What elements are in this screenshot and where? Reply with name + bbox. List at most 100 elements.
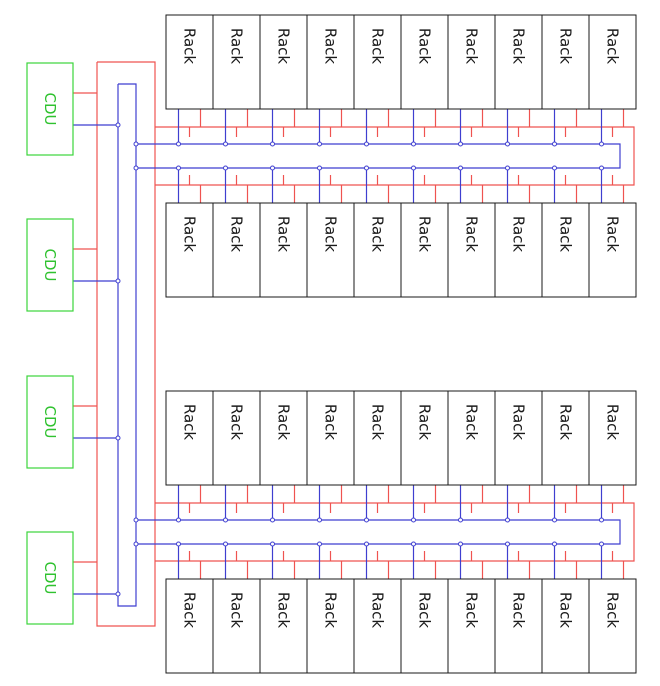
rack: Rack [400,202,449,298]
cdu-label: CDU [41,248,59,281]
rack: Rack [447,390,496,486]
rack-box [588,14,637,110]
return-piping [73,83,621,607]
junction-node [270,541,275,547]
return-header-loop [136,519,621,545]
cdu-box [26,375,74,469]
junction-node [364,141,369,147]
junction-node [270,141,275,147]
junction-node [458,165,463,171]
rack: Rack [588,202,637,298]
rack-label: Rack [463,592,481,629]
junction-node [599,141,604,147]
junction-node [133,541,139,547]
junction-node [270,517,275,523]
cdu-unit: CDU [26,218,74,312]
rack-label: Rack [228,404,246,441]
junction-node [176,517,181,523]
rack-box [541,578,590,674]
rack-label: Rack [369,28,387,65]
rack: Rack [494,390,543,486]
rack-label: Rack [322,404,340,441]
rack: Rack [259,390,308,486]
junction-node [317,141,322,147]
junction-node [411,165,416,171]
rack-label: Rack [604,28,622,65]
junction-node [176,165,181,171]
rack-box [353,14,402,110]
junction-node [115,122,121,128]
rack-label: Rack [604,592,622,629]
junction-node [411,141,416,147]
rack: Rack [400,390,449,486]
rack: Rack [400,578,449,674]
rack-label: Rack [181,404,199,441]
junction-node [411,517,416,523]
rack-label: Rack [416,404,434,441]
junction-node [115,278,121,284]
rack-label: Rack [557,28,575,65]
rack-label: Rack [369,404,387,441]
supply-piping [73,61,635,627]
junction-node [505,517,510,523]
supply-trunk-loop [96,61,156,627]
junction-node [317,165,322,171]
rack: Rack [165,14,214,110]
junction-node [458,141,463,147]
rack: Rack [588,390,637,486]
junction-node [115,435,121,441]
junction-node [133,165,139,171]
rack-label: Rack [275,404,293,441]
rack-box [259,14,308,110]
junction-node [364,165,369,171]
rack: Rack [494,14,543,110]
rack-box [494,578,543,674]
cdu-label: CDU [41,561,59,594]
junction-node [133,141,139,147]
junction-node [223,165,228,171]
rack-box [494,390,543,486]
rack: Rack [353,390,402,486]
rack: Rack [212,202,261,298]
rack: Rack [259,202,308,298]
junction-node [317,517,322,523]
rack-label: Rack [557,404,575,441]
rack-box [212,578,261,674]
rack-label: Rack [369,216,387,253]
cdu-box [26,218,74,312]
rack-box [306,14,355,110]
rack-label: Rack [557,592,575,629]
junction-node [223,141,228,147]
rack: Rack [306,14,355,110]
rack-box [447,390,496,486]
junction-node [223,517,228,523]
rack-label: Rack [463,28,481,65]
rack-label: Rack [416,28,434,65]
supply-header-loop [155,126,635,186]
rack: Rack [212,578,261,674]
rack: Rack [447,578,496,674]
rack: Rack [353,202,402,298]
rack-label: Rack [322,592,340,629]
rack-label: Rack [275,216,293,253]
rack-label: Rack [604,404,622,441]
rack-label: Rack [181,216,199,253]
rack-label: Rack [416,592,434,629]
rack-box [541,390,590,486]
junction-node [133,517,139,523]
pipe-junctions [115,122,604,597]
rack-label: Rack [510,28,528,65]
rack-box [259,390,308,486]
rack: Rack [306,578,355,674]
rack-box [212,14,261,110]
rack: Rack [259,14,308,110]
rack-box [447,578,496,674]
rack-box [447,14,496,110]
rack-label: Rack [369,592,387,629]
junction-node [552,517,557,523]
rack-box [494,14,543,110]
rack: Rack [447,14,496,110]
junction-node [552,165,557,171]
rack: Rack [494,202,543,298]
